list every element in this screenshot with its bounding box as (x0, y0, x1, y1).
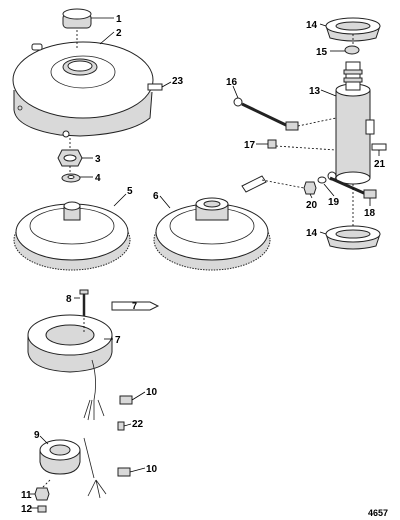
flywheel-left (13, 201, 131, 271)
callout-16: 16 (226, 77, 238, 88)
flywheel-nut (57, 149, 83, 167)
callout-19: 19 (328, 197, 340, 208)
cap-part (62, 8, 92, 29)
solenoid-terminal (267, 139, 277, 149)
battery-cable-lower (327, 171, 377, 199)
callout-4: 4 (95, 173, 101, 184)
terminal-nut (344, 45, 360, 55)
callout-23: 23 (172, 76, 184, 87)
callout-7: 7 (115, 335, 121, 346)
battery-cable-upper (233, 97, 299, 131)
flywheel-washer (61, 173, 81, 183)
callout-14-lower: 14 (306, 228, 318, 239)
stator-screw (79, 289, 89, 318)
callout-9: 9 (34, 430, 40, 441)
callout-17: 17 (244, 140, 256, 151)
callout-13: 13 (309, 86, 321, 97)
starter-motor (335, 61, 375, 185)
coil-screw (37, 505, 47, 513)
sealant-tube: 7 (111, 301, 160, 311)
flywheel-cover (12, 41, 163, 138)
stator (27, 314, 113, 421)
callout-14-upper: 14 (306, 20, 318, 31)
callout-2: 2 (116, 28, 122, 39)
callout-8: 8 (66, 294, 72, 305)
callout-21: 21 (374, 159, 386, 170)
callout-1: 1 (116, 14, 122, 25)
cable-connector (241, 175, 267, 193)
sealant-tube-label: 7 (132, 301, 137, 311)
callout-10-upper: 10 (146, 387, 158, 398)
trigger-coil (39, 437, 107, 499)
callout-18: 18 (364, 208, 376, 219)
callout-15: 15 (316, 47, 328, 58)
flywheel-right (153, 197, 271, 271)
ground-strap (371, 143, 387, 151)
wire-clip-upper (119, 395, 133, 405)
clip-screw (117, 421, 125, 431)
callout-11: 11 (21, 490, 32, 501)
lockwasher (317, 176, 327, 184)
figure-number: 4657 (368, 508, 388, 518)
callout-10-lower: 10 (146, 464, 158, 475)
callout-20: 20 (306, 200, 318, 211)
callout-3: 3 (95, 154, 101, 165)
callout-22: 22 (132, 419, 144, 430)
starter-nut (303, 181, 317, 195)
coil-nut (34, 487, 50, 501)
collar-upper (325, 17, 381, 42)
callout-5: 5 (127, 186, 133, 197)
collar-lower (325, 225, 381, 250)
callout-6: 6 (153, 191, 159, 202)
wire-clip-lower (117, 467, 131, 477)
callout-12: 12 (21, 504, 33, 515)
